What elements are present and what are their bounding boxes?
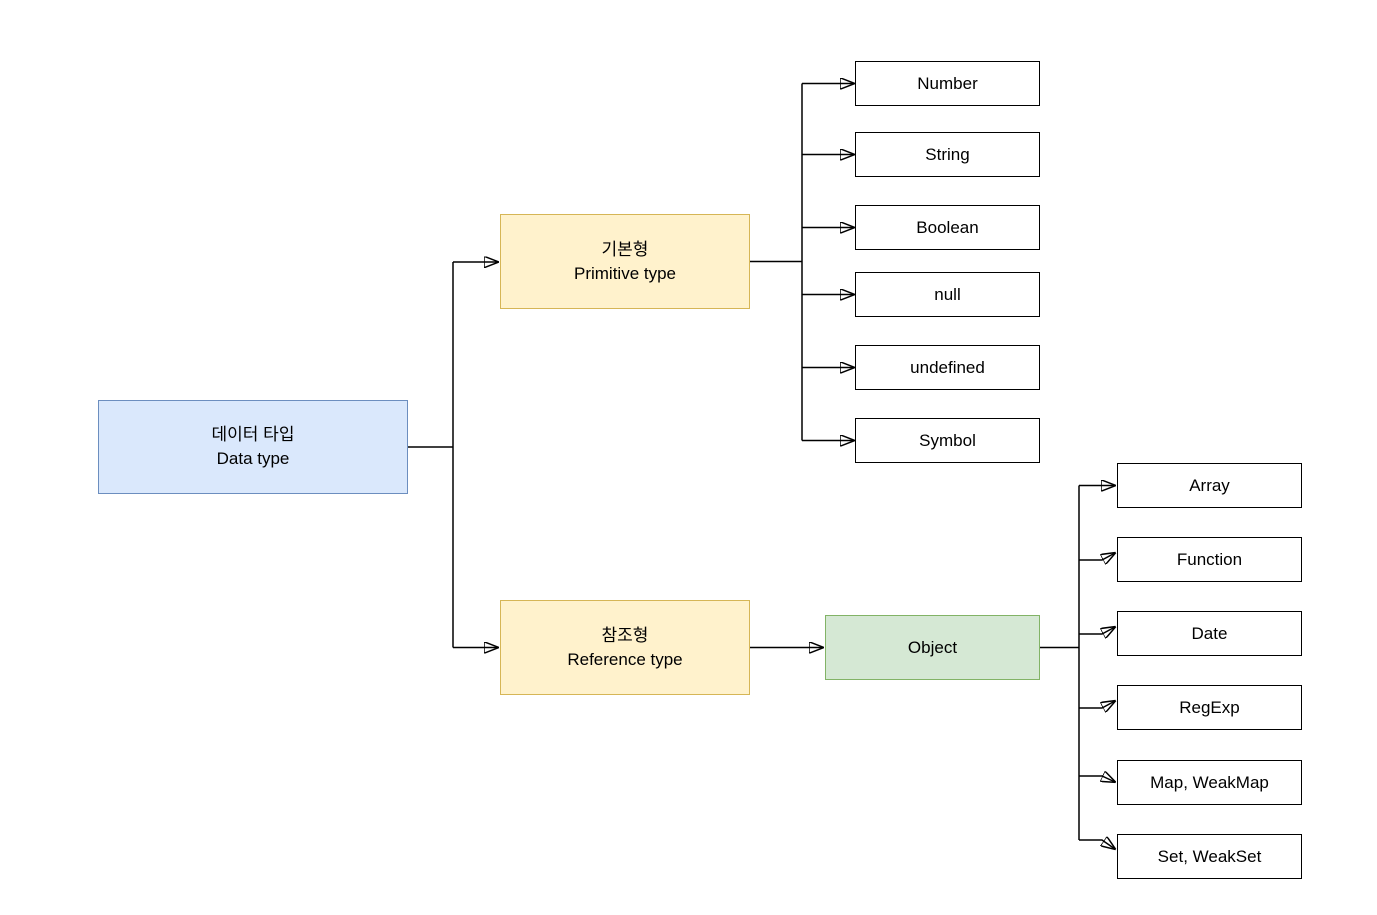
arrow-to-set-weakset	[1079, 840, 1115, 849]
node-set-weakset: Set, WeakSet	[1117, 834, 1302, 879]
node-number-label: Number	[917, 73, 978, 93]
arrow-to-function	[1079, 553, 1115, 560]
node-reference-type-label-en: Reference type	[567, 649, 683, 669]
node-null-label: null	[934, 284, 961, 304]
node-function-label: Function	[1176, 549, 1243, 569]
node-boolean-label: Boolean	[916, 217, 979, 237]
node-set-weakset-label: Set, WeakSet	[1157, 846, 1262, 866]
node-map-weakmap: Map, WeakMap	[1117, 760, 1302, 805]
node-symbol-label: Symbol	[919, 430, 976, 450]
node-string: String	[855, 132, 1040, 177]
node-object-label: Object	[907, 637, 958, 657]
node-symbol: Symbol	[855, 418, 1040, 463]
node-regexp-label: RegExp	[1179, 697, 1240, 717]
node-primitive-type: 기본형 Primitive type	[500, 214, 750, 309]
node-map-weakmap-label: Map, WeakMap	[1150, 772, 1269, 792]
node-function: Function	[1117, 537, 1302, 582]
node-boolean: Boolean	[855, 205, 1040, 250]
node-reference-type: 참조형 Reference type	[500, 600, 750, 695]
node-string-label: String	[925, 144, 970, 164]
node-regexp: RegExp	[1117, 685, 1302, 730]
node-undefined: undefined	[855, 345, 1040, 390]
node-data-type: 데이터 타입 Data type	[98, 400, 408, 494]
node-data-type-label-en: Data type	[216, 449, 290, 468]
node-primitive-type-label-en: Primitive type	[573, 263, 677, 283]
node-reference-type-label-ko: 참조형	[601, 625, 649, 645]
node-number: Number	[855, 61, 1040, 106]
node-data-type-label-ko: 데이터 타입	[211, 425, 295, 444]
node-primitive-type-label-ko: 기본형	[601, 239, 649, 259]
node-object: Object	[825, 615, 1040, 680]
node-null: null	[855, 272, 1040, 317]
node-array: Array	[1117, 463, 1302, 508]
node-array-label: Array	[1189, 475, 1230, 495]
node-date-label: Date	[1191, 623, 1228, 643]
arrow-to-map-weakmap	[1079, 776, 1115, 782]
node-undefined-label: undefined	[910, 357, 985, 377]
arrow-to-regexp	[1079, 701, 1115, 708]
arrow-to-date	[1079, 627, 1115, 634]
node-date: Date	[1117, 611, 1302, 656]
